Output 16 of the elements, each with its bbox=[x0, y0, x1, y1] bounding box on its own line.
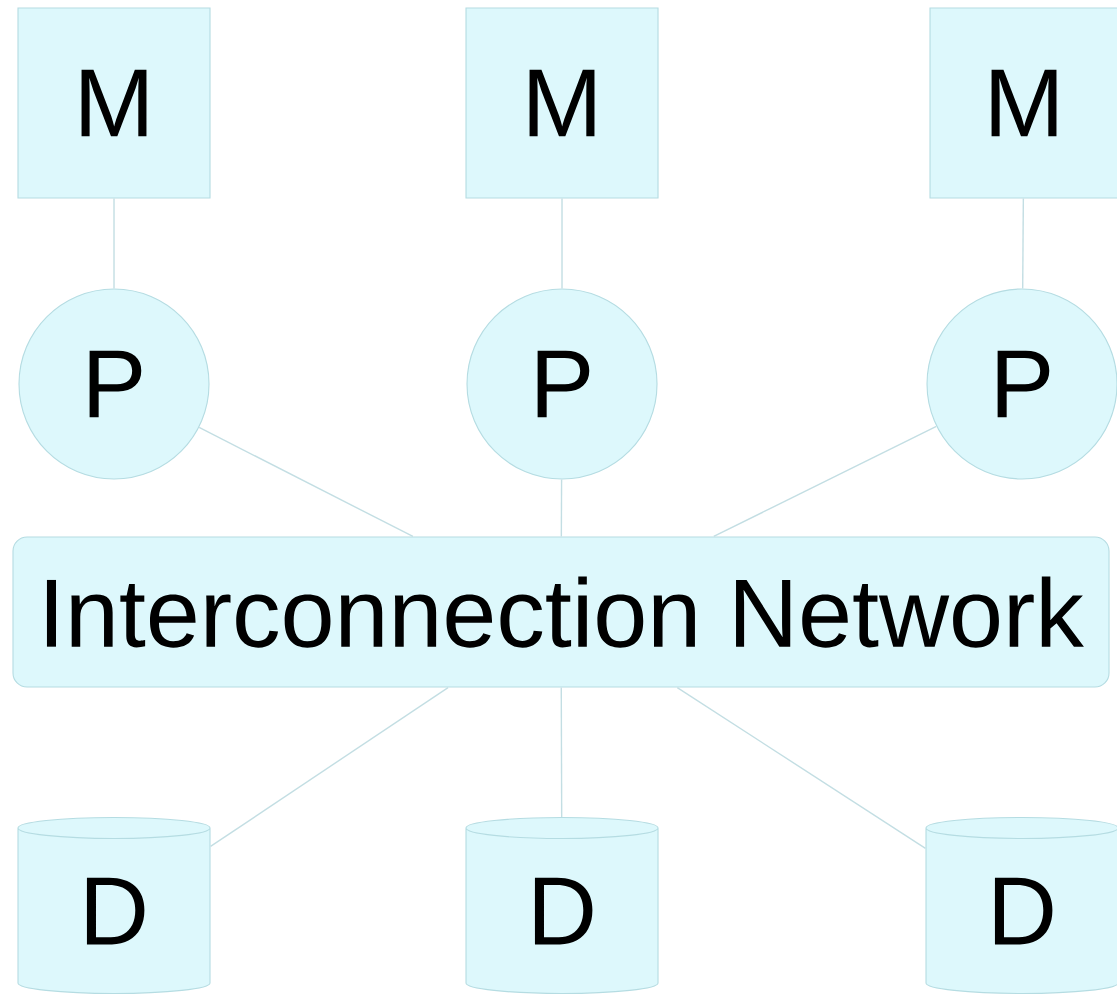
disk-cylinder: D bbox=[925, 816, 1117, 995]
connector-line bbox=[198, 426, 414, 538]
connector-line bbox=[560, 478, 563, 538]
connector-line bbox=[560, 686, 563, 818]
connector-line bbox=[1022, 197, 1025, 290]
connector-line bbox=[209, 686, 449, 848]
memory-box: M bbox=[465, 7, 659, 199]
memory-box: M bbox=[17, 7, 211, 199]
disk-cylinder: D bbox=[465, 816, 659, 995]
disk-cylinder: D bbox=[17, 816, 211, 995]
connector-line bbox=[713, 425, 938, 538]
connector-line bbox=[561, 197, 563, 290]
connector-line bbox=[113, 197, 115, 290]
network-bar: Interconnection Network bbox=[12, 536, 1110, 688]
connector-line bbox=[676, 686, 927, 850]
memory-box: M bbox=[929, 7, 1117, 199]
